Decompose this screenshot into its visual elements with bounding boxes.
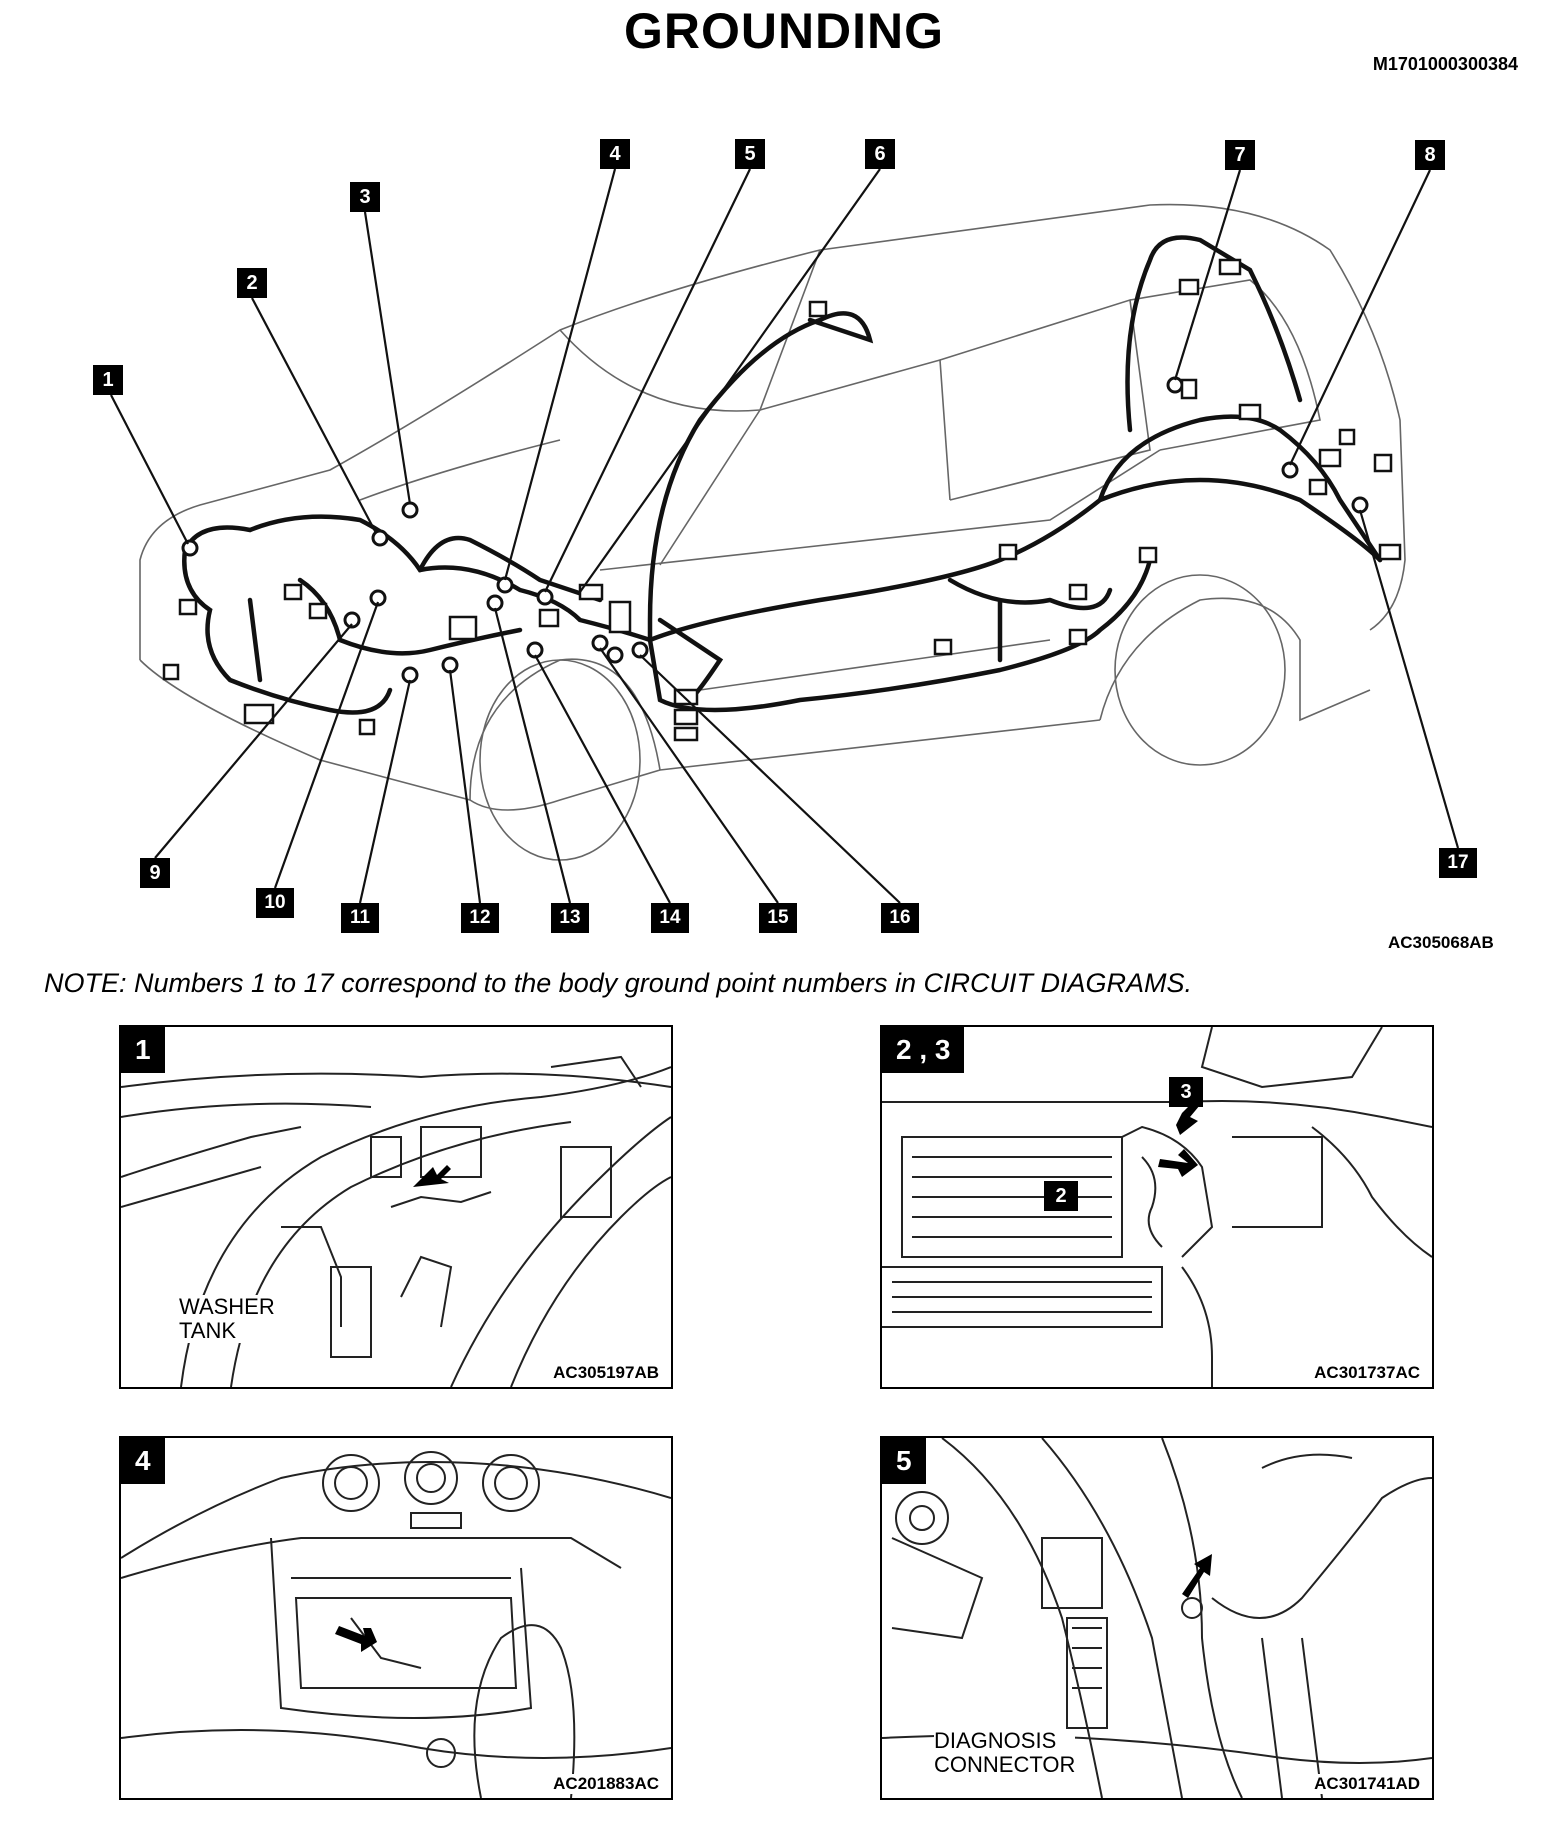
diagnosis-connector-label: DIAGNOSIS CONNECTOR	[934, 1728, 1076, 1777]
callout-7: 7	[1225, 140, 1255, 170]
note-text: NOTE: Numbers 1 to 17 correspond to the …	[44, 968, 1192, 998]
main-figure-code: AC305068AB	[1388, 933, 1494, 952]
panel-tag: 4	[121, 1438, 165, 1484]
marker-2: 2	[1044, 1181, 1078, 1211]
panel-tag: 2 , 3	[882, 1027, 965, 1073]
callout-11: 11	[341, 903, 379, 933]
callout-4: 4	[600, 139, 630, 169]
detail-panel-1: 1 WASHER TANK AC305197AB	[119, 1025, 673, 1389]
detail-panel-2-3: 2 , 3 3 2 AC301737AC	[880, 1025, 1434, 1389]
callout-13: 13	[551, 903, 589, 933]
callout-14: 14	[651, 903, 689, 933]
callout-17: 17	[1439, 848, 1477, 878]
callout-5: 5	[735, 139, 765, 169]
panel-tag: 5	[882, 1438, 926, 1484]
callout-16: 16	[881, 903, 919, 933]
callout-2: 2	[237, 268, 267, 298]
panel-figure-code: AC301741AD	[1314, 1774, 1420, 1794]
vehicle-wiring-diagram	[110, 168, 1460, 904]
panel-4-illustration	[121, 1451, 671, 1798]
marker-3: 3	[1169, 1077, 1203, 1107]
document-id: M1701000300384	[1372, 54, 1518, 74]
page-title: GROUNDING	[623, 3, 945, 59]
callout-3: 3	[350, 182, 380, 212]
callout-15: 15	[759, 903, 797, 933]
callout-9: 9	[140, 858, 170, 888]
panel-figure-code: AC301737AC	[1314, 1363, 1420, 1383]
callout-12: 12	[461, 903, 499, 933]
panel-1-illustration	[121, 1055, 671, 1387]
detail-panel-5: 5 DIAGNOSIS CONNECTOR AC301741AD	[880, 1436, 1434, 1800]
panel-2-3-illustration	[882, 1027, 1432, 1387]
panel-figure-code: AC305197AB	[553, 1363, 659, 1383]
panel-figure-code: AC201883AC	[553, 1774, 659, 1794]
callout-10: 10	[256, 888, 294, 918]
callout-1: 1	[93, 365, 123, 395]
washer-tank-label: WASHER TANK	[179, 1294, 275, 1343]
callout-6: 6	[865, 139, 895, 169]
panel-tag: 1	[121, 1027, 165, 1073]
callout-8: 8	[1415, 140, 1445, 170]
detail-panel-4: 4 AC201883AC	[119, 1436, 673, 1800]
